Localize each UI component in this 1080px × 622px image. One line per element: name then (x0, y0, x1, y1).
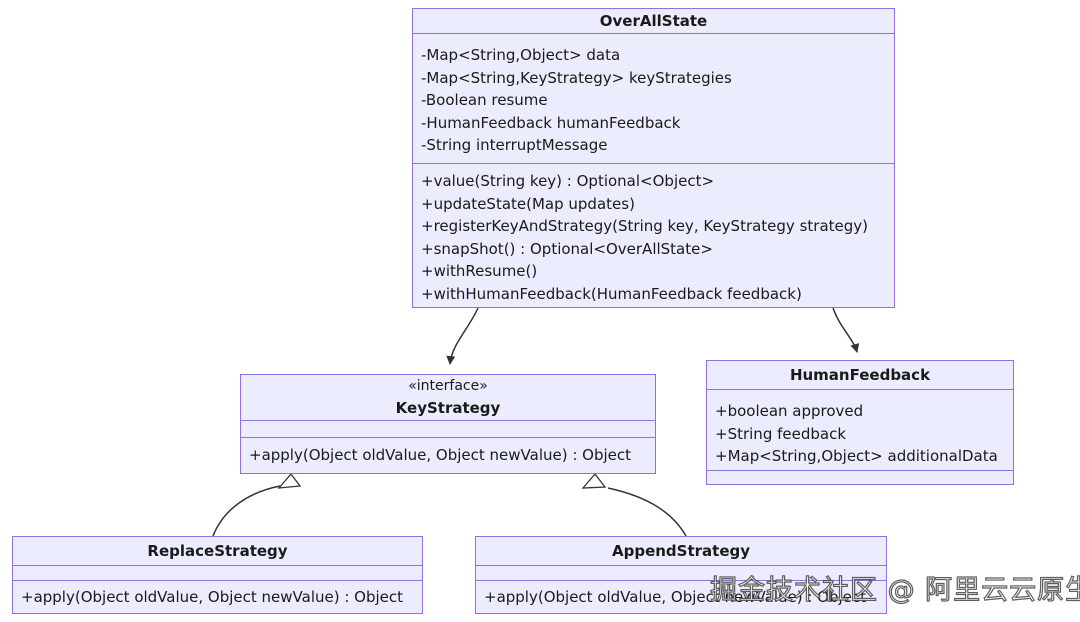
class-overallstate-title: OverAllState (413, 9, 894, 34)
attribute: -Map<String,KeyStrategy> keyStrategies (421, 68, 732, 87)
class-appendstrategy: AppendStrategy +apply(Object oldValue, O… (475, 536, 887, 614)
method: +apply(Object oldValue, Object newValue)… (249, 446, 632, 464)
class-keystrategy-attributes-empty (241, 421, 655, 438)
arrow-overallstate-to-humanfeedback (832, 307, 860, 353)
realization-triangle-keystrategy-left (277, 472, 302, 489)
class-replacestrategy: ReplaceStrategy +apply(Object oldValue, … (12, 536, 423, 614)
realization-line-appendstrategy-to-keystrategy (607, 487, 687, 537)
arrow-overallstate-to-keystrategy (446, 307, 479, 365)
class-replacestrategy-attributes-empty (13, 566, 422, 581)
attribute: +Map<String,Object> additionalData (715, 447, 998, 465)
method: +value(String key) : Optional<Object> (421, 172, 715, 190)
method: +apply(Object oldValue, Object newValue)… (484, 588, 867, 606)
attribute: +String feedback (715, 424, 847, 443)
method: +withResume() (421, 262, 538, 280)
class-appendstrategy-attributes-empty (476, 566, 886, 581)
class-appendstrategy-title: AppendStrategy (476, 537, 886, 566)
class-overallstate-methods: +value(String key) : Optional<Object> +u… (413, 164, 894, 307)
class-keystrategy-title: «interface» KeyStrategy (241, 375, 655, 421)
class-replacestrategy-title: ReplaceStrategy (13, 537, 422, 566)
realization-line-replacestrategy-to-keystrategy (212, 485, 281, 537)
class-overallstate: OverAllState -Map<String,Object> data -M… (412, 8, 895, 308)
class-keystrategy: «interface» KeyStrategy +apply(Object ol… (240, 374, 656, 474)
attribute: -String interruptMessage (421, 136, 608, 154)
class-humanfeedback-methods-empty (707, 471, 1013, 484)
method: +withHumanFeedback(HumanFeedback feedbac… (421, 284, 802, 303)
attribute: +boolean approved (715, 402, 864, 420)
class-humanfeedback-attributes: +boolean approved +String feedback +Map<… (707, 390, 1013, 471)
stereotype-interface: «interface» (408, 378, 488, 394)
class-title-text: ReplaceStrategy (147, 542, 288, 560)
class-title-text: OverAllState (599, 12, 708, 30)
class-title-text: HumanFeedback (789, 366, 931, 384)
method: +registerKeyAndStrategy(String key, KeyS… (421, 217, 868, 235)
attribute: -HumanFeedback humanFeedback (421, 113, 681, 132)
class-humanfeedback: HumanFeedback +boolean approved +String … (706, 360, 1014, 485)
class-humanfeedback-title: HumanFeedback (707, 361, 1013, 390)
method: +snapShot() : Optional<OverAllState> (421, 239, 713, 258)
method: +updateState(Map updates) (421, 194, 635, 213)
class-replacestrategy-methods: +apply(Object oldValue, Object newValue)… (13, 581, 422, 613)
method: +apply(Object oldValue, Object newValue)… (21, 588, 404, 606)
attribute: -Boolean resume (421, 91, 548, 109)
attribute: -Map<String,Object> data (421, 46, 621, 64)
watermark-text: 掘金技术社区 @ 阿里云云原生 (709, 575, 1080, 606)
class-keystrategy-methods: +apply(Object oldValue, Object newValue)… (241, 438, 655, 473)
realization-triangle-keystrategy-right (581, 472, 607, 489)
class-title-text: KeyStrategy (395, 399, 501, 417)
class-overallstate-attributes: -Map<String,Object> data -Map<String,Key… (413, 34, 894, 164)
class-appendstrategy-methods: +apply(Object oldValue, Object newValue)… (476, 581, 886, 613)
class-title-text: AppendStrategy (611, 542, 751, 560)
